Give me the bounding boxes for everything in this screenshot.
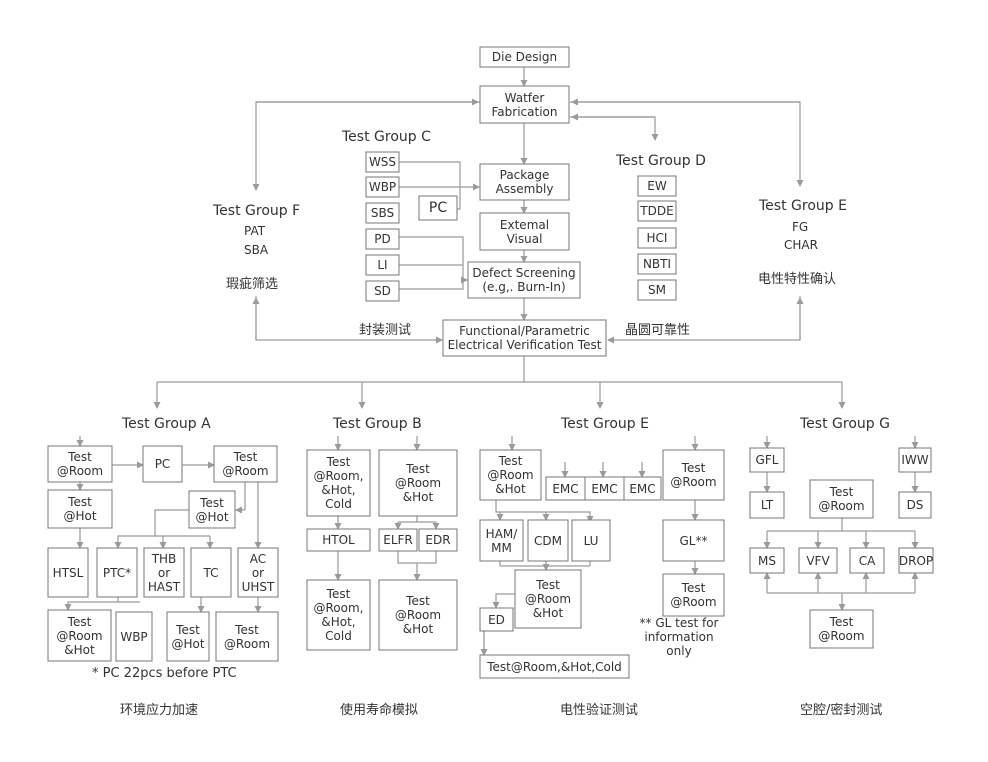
group-b-htol: HTOL	[322, 533, 355, 547]
group-c-item: PD	[374, 232, 391, 246]
group-a-pc: PC	[154, 457, 171, 471]
group-g-gfl: GFL	[755, 453, 779, 467]
group-g-ms: MS	[758, 553, 776, 568]
group-g-drop: DROP	[898, 553, 934, 568]
group-b-test-room-hot-cold: Test @Room, &Hot, Cold	[313, 455, 364, 511]
defect-screening-box: Defect Screening (e.g,. Burn-In)	[472, 266, 576, 294]
group-a-test-room-2: Test @Room	[222, 450, 269, 478]
group-b-test-room-hot-cold-2: Test @Room, &Hot, Cold	[313, 587, 364, 643]
group-d-item: TDDE	[640, 204, 674, 218]
group-d-item: SM	[648, 283, 666, 297]
group-a-test-hot-3: Test @Hot	[171, 622, 205, 651]
group-e-test-room-2: Test @Room	[670, 581, 717, 609]
die-design-box: Die Design	[491, 50, 558, 64]
group-d-item: HCI	[646, 231, 668, 245]
group-a-test-room-3: Test @Room	[223, 622, 271, 651]
group-c-item: SD	[374, 284, 391, 298]
group-c-item: WSS	[368, 155, 397, 169]
group-c-title: Test Group C	[342, 129, 431, 145]
group-e-note: ** GL test for information only	[639, 616, 719, 658]
package-test-label: 封装测试	[359, 323, 412, 338]
group-e-final-test: Test@Room,&Hot,Cold	[487, 659, 622, 674]
group-g-vfv: VFV	[806, 553, 830, 568]
group-a-cn-label: 环境应力加速	[120, 703, 199, 718]
group-g-cn-label: 空腔/密封测试	[800, 703, 883, 718]
external-visual-box: Extemal Visual	[499, 217, 550, 246]
group-g-test-room: Test @Room	[818, 485, 865, 513]
group-b-edr: EDR	[425, 533, 451, 547]
group-g-title: Test Group G	[800, 416, 890, 432]
group-g-test-room-2: Test @Room	[818, 615, 865, 643]
group-e-cdm: CDM	[534, 533, 562, 548]
group-a-ptc: PTC*	[102, 565, 132, 580]
group-a-tc: TC	[203, 565, 219, 580]
group-g-iww: IWW	[901, 453, 929, 467]
group-e-lu: LU	[583, 533, 599, 548]
group-b-test-room-hot-2: Test @Room &Hot	[394, 594, 442, 636]
group-b-test-room-hot: Test @Room &Hot	[394, 462, 442, 504]
group-a-title: Test Group A	[122, 416, 211, 432]
group-c-item: LI	[377, 258, 388, 272]
group-e-top-item: CHAR	[784, 238, 818, 252]
group-a-htsl: HTSL	[52, 565, 84, 580]
group-a-test-room: Test @Room	[56, 450, 104, 478]
group-e-emc: EMC	[629, 481, 656, 496]
group-f-item: SBA	[244, 243, 269, 257]
group-e-gl: GL**	[679, 533, 708, 548]
functional-test-box: Functional/Parametric Electrical Verific…	[447, 324, 602, 352]
wafer-fabrication-box: Watfer Fabrication	[491, 90, 558, 119]
group-g-ds: DS	[906, 498, 924, 512]
group-d-item: EW	[647, 179, 667, 193]
group-e-top-title: Test Group E	[759, 198, 847, 214]
group-g-lt: LT	[760, 498, 774, 512]
group-e-top-cn-label: 电性特性确认	[758, 272, 837, 287]
group-a-test-hot-2: Test @Hot	[195, 495, 229, 524]
group-e-test-room: Test @Room	[670, 461, 717, 489]
group-e-ed: ED	[488, 612, 505, 627]
group-b-elfr: ELFR	[383, 533, 413, 547]
group-f-title: Test Group F	[213, 203, 301, 219]
group-e-cn-label: 电性验证测试	[560, 703, 639, 718]
group-a-wbp: WBP	[120, 629, 148, 644]
group-e-emc: EMC	[552, 481, 579, 496]
group-a-ac: AC or UHST	[241, 551, 275, 594]
group-c-item: WBP	[368, 180, 397, 194]
group-e-emc: EMC	[591, 481, 618, 496]
group-e-title: Test Group E	[561, 416, 649, 432]
group-a-note: * PC 22pcs before PTC	[92, 666, 237, 681]
pc-box-group-c: PC	[428, 200, 448, 216]
group-d-item: NBTI	[642, 257, 672, 271]
group-a-test-hot: Test @Hot	[63, 495, 97, 523]
group-f-item: PAT	[244, 224, 266, 238]
group-b-title: Test Group B	[333, 416, 422, 432]
group-d-title: Test Group D	[616, 153, 706, 169]
group-a-thb: THB or HAST	[147, 551, 181, 594]
group-e-test-room-hot: Test @Room &Hot	[487, 454, 534, 496]
group-e-test-room-hot-2: Test @Room &Hot	[524, 578, 572, 620]
package-assembly-box: Package Assembly	[495, 168, 554, 196]
group-a-test-room-hot: Test @Room &Hot	[56, 614, 103, 657]
group-b-cn-label: 使用寿命模拟	[340, 703, 419, 718]
group-c-item: SBS	[370, 206, 395, 220]
wafer-reliability-label: 晶圆可靠性	[625, 323, 691, 338]
group-e-top-item: FG	[792, 220, 809, 234]
group-g-ca: CA	[858, 553, 876, 568]
group-e-ham: HAM/ MM	[485, 526, 518, 555]
group-f-cn-label: 瑕疵筛选	[226, 277, 279, 292]
